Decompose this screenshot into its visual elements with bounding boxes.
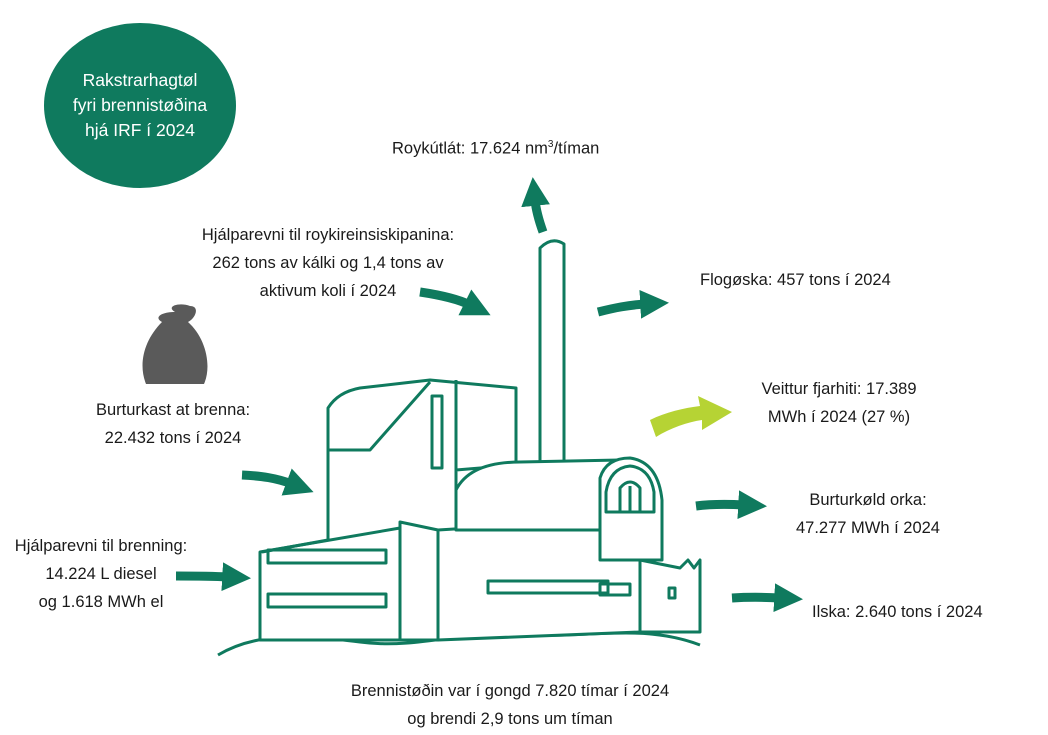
arrow-burn-aux-in — [175, 562, 252, 592]
label-flue-aux: Hjálparevni til roykireinsiskipanina: 26… — [186, 221, 470, 305]
district-heat-line-2: MWh í 2024 (27 %) — [767, 408, 911, 426]
label-cooled-energy: Burturkøld orka: 47.277 MWh í 2024 — [786, 486, 950, 542]
label-waste: Burturkast at brenna: 22.432 tons í 2024 — [84, 396, 262, 452]
arrow-smoke-up — [521, 177, 550, 234]
operation-line-1: Brennistøðin var í gongd 7.820 tímar í 2… — [350, 682, 670, 700]
waste-line-2: 22.432 tons í 2024 — [104, 429, 242, 447]
operation-line-2: og brendi 2,9 tons um tíman — [407, 710, 613, 728]
title-badge: Rakstrarhagtøl fyri brennistøðina hjá IR… — [44, 23, 236, 188]
arrow-slag-out — [731, 583, 804, 613]
waste-line-1: Burturkast at brenna: — [95, 401, 251, 419]
flue-aux-line-1: Hjálparevni til roykireinsiskipanina: — [201, 226, 455, 244]
smoke-emission-unit: /tíman — [553, 139, 600, 158]
flue-aux-line-3: aktivum koli í 2024 — [259, 282, 397, 300]
arrow-cooled-energy-out — [695, 490, 768, 520]
label-burn-aux: Hjálparevni til brenning: 14.224 L diese… — [2, 532, 200, 616]
arrow-waste-in — [241, 468, 314, 496]
burn-aux-line-3: og 1.618 MWh el — [38, 593, 164, 611]
badge-line-3: hjá IRF í 2024 — [85, 120, 195, 140]
badge-line-2: fyri brennistøðina — [72, 95, 208, 115]
smoke-emission-text: Roykútlát: 17.624 nm — [392, 139, 548, 158]
smoke-emission-sup: 3 — [547, 139, 554, 150]
district-heat-line-1: Veittur fjarhiti: 17.389 — [761, 380, 917, 398]
waste-bag-icon — [142, 304, 208, 384]
label-fly-ash: Flogøska: 457 tons í 2024 — [700, 266, 891, 294]
cooled-energy-line-2: 47.277 MWh í 2024 — [795, 519, 940, 537]
arrow-district-heat-out — [650, 396, 732, 437]
arrow-flue-aux-in — [419, 287, 491, 316]
badge-title: Rakstrarhagtøl fyri brennistøðina hjá IR… — [73, 68, 207, 143]
label-district-heat: Veittur fjarhiti: 17.389 MWh í 2024 (27 … — [748, 375, 930, 431]
flue-aux-line-2: 262 tons av kálki og 1,4 tons av — [212, 254, 444, 272]
arrow-fly-ash-out — [596, 289, 670, 319]
badge-line-1: Rakstrarhagtøl — [82, 70, 198, 90]
label-operation: Brennistøðin var í gongd 7.820 tímar í 2… — [332, 677, 688, 733]
incineration-plant-icon — [258, 239, 702, 642]
burn-aux-line-2: 14.224 L diesel — [45, 565, 157, 583]
slag-text: Ilska: 2.640 tons í 2024 — [812, 603, 983, 621]
label-slag: Ilska: 2.640 tons í 2024 — [812, 598, 983, 626]
label-smoke-emission: Roykútlát: 17.624 nm3/tíman — [392, 131, 599, 163]
cooled-energy-line-1: Burturkøld orka: — [809, 491, 927, 509]
fly-ash-text: Flogøska: 457 tons í 2024 — [700, 271, 891, 289]
burn-aux-line-1: Hjálparevni til brenning: — [14, 537, 188, 555]
